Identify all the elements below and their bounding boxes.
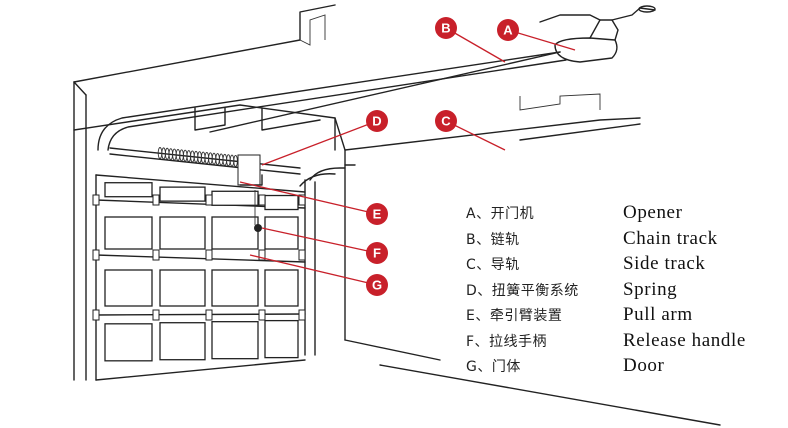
legend-en-g: Door (623, 355, 665, 376)
door-hinge (298, 194, 306, 206)
leader-line-e (239, 181, 378, 215)
marker-b: B (435, 17, 457, 39)
marker-letter: B (441, 21, 450, 36)
legend-row-f: F、拉线手柄 Release handle (466, 330, 776, 356)
door-window-panel (264, 319, 299, 359)
legend-en-a: Opener (623, 202, 683, 223)
legend-cn-d: D、扭簧平衡系统 (466, 282, 579, 299)
marker-a: A (497, 19, 519, 41)
legend-en-b: Chain track (623, 227, 718, 249)
legend-row-a: A、开门机 Opener (466, 202, 776, 228)
legend-en-c: Side track (623, 253, 706, 274)
opener-unit (539, 5, 656, 63)
legend-cn-b: B、链轨 (466, 231, 520, 248)
door-window-panel (159, 322, 206, 361)
marker-letter: C (441, 114, 451, 129)
callout-markers: A B C D E F G (366, 17, 519, 296)
door-window-panel (211, 216, 259, 250)
garage-structure (73, 4, 721, 426)
legend-row-d: D、扭簧平衡系统 Spring (466, 279, 776, 305)
marker-circle (366, 242, 388, 264)
legend-en-f: Release handle (623, 329, 746, 351)
leader-line-a (507, 29, 576, 51)
leader-lines (239, 27, 576, 286)
door-hinge (205, 309, 213, 321)
marker-circle (366, 203, 388, 225)
door-window-panel (264, 194, 299, 211)
marker-letter: D (372, 114, 381, 129)
legend-en-d: Spring (623, 278, 678, 300)
door-window-panel (104, 323, 153, 362)
marker-letter: E (373, 207, 382, 222)
door-hinge (92, 249, 100, 261)
marker-f: F (366, 242, 388, 264)
marker-circle (366, 110, 388, 132)
door-window-panel (264, 269, 299, 307)
door-hinge (152, 249, 160, 261)
legend-cn-a: A、开门机 (466, 206, 535, 222)
door-window-panel (159, 186, 206, 202)
door-hinge (205, 194, 213, 206)
door-window-panel (159, 269, 206, 307)
legend-row-e: E、牵引臂装置 Pull arm (466, 304, 776, 330)
door-body (92, 174, 306, 381)
door-hinge (258, 194, 266, 206)
legend-row-c: C、导轨 Side track (466, 253, 776, 279)
tracks (97, 51, 641, 356)
legend-cn-e: E、牵引臂装置 (466, 308, 563, 324)
door-hinge (298, 309, 306, 321)
marker-d: D (366, 110, 388, 132)
marker-circle (366, 274, 388, 296)
marker-circle (497, 19, 519, 41)
door-window-panel (211, 190, 259, 206)
door-hinge (298, 249, 306, 261)
door-window-panel (159, 216, 206, 250)
door-window-panel (264, 216, 299, 250)
marker-e: E (366, 203, 388, 225)
door-window-panel (104, 182, 153, 198)
door-hinge (152, 194, 160, 206)
door-window-panel (211, 321, 259, 360)
leader-line-f (261, 227, 378, 254)
legend-en-e: Pull arm (623, 304, 693, 325)
marker-letter: F (373, 246, 381, 261)
marker-g: G (366, 274, 388, 296)
leader-line-d (261, 120, 378, 166)
door-hinge (152, 309, 160, 321)
door-hinge (258, 249, 266, 261)
door-window-panel (211, 269, 259, 307)
door-hinge (92, 309, 100, 321)
legend-cn-g: G、门体 (466, 359, 521, 375)
leader-line-b (445, 27, 506, 63)
leader-line-g (249, 254, 378, 286)
spring-coil (233, 155, 238, 167)
legend-cn-c: C、导轨 (466, 257, 520, 273)
door-hinge (205, 249, 213, 261)
legend-row-b: B、链轨 Chain track (466, 228, 776, 254)
torsion-spring (109, 147, 301, 186)
door-window-panel (104, 269, 153, 307)
door-hinge (92, 194, 100, 206)
marker-letter: G (372, 278, 382, 293)
marker-c: C (435, 110, 457, 132)
release-handle-knob (254, 224, 262, 232)
legend-row-g: G、门体 Door (466, 355, 776, 381)
door-hinge (258, 309, 266, 321)
marker-circle (435, 110, 457, 132)
marker-circle (435, 17, 457, 39)
legend-cn-f: F、拉线手柄 (466, 333, 548, 350)
parts-legend: A、开门机 Opener B、链轨 Chain track C、导轨 Side … (466, 202, 776, 381)
marker-letter: A (503, 23, 513, 38)
door-window-panel (104, 216, 153, 250)
